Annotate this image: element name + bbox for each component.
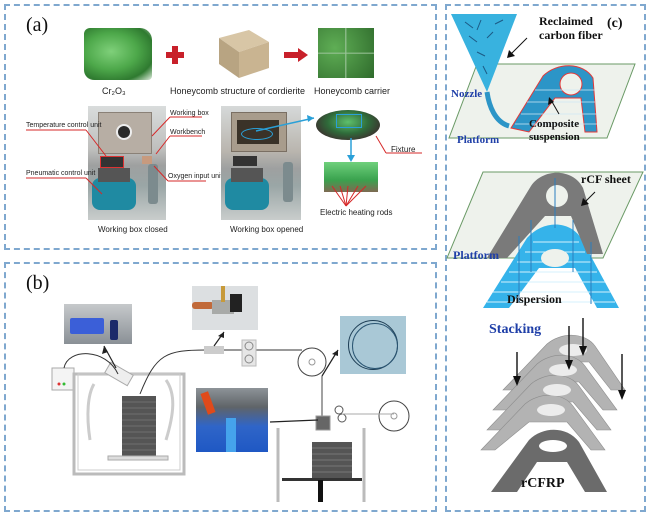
panel-b-label: (b)	[26, 272, 50, 294]
working-box-label: Working box	[170, 110, 209, 117]
panel-b: (b)	[4, 262, 437, 512]
reclaimed-carbon-fiber-label: Reclaimed carbon fiber	[539, 14, 603, 42]
pneumatic-control-unit-label: Pneumatic control unit	[26, 170, 96, 177]
panel-c: (c)	[445, 4, 646, 512]
working-box-closed-caption: Working box closed	[98, 225, 168, 234]
fixture-label: Fixture	[391, 145, 416, 154]
composite-label: Composite	[529, 118, 580, 130]
fiber-coil-photo	[340, 316, 406, 374]
dispersion-label: Dispersion	[507, 292, 562, 306]
cordierite-caption: Honeycomb structure of cordierite	[170, 86, 306, 96]
panel-a: (a) Cr₂O₃ Honeycomb structure of cordier…	[4, 4, 437, 250]
panel-c-label: (c)	[607, 16, 623, 31]
plus-icon	[166, 46, 184, 64]
electric-heating-rods-label: Electric heating rods	[320, 208, 393, 217]
working-box-closed-photo	[88, 106, 166, 220]
oxygen-input-unit-label: Oxygen input unit	[168, 173, 223, 180]
nozzle-label: Nozzle	[451, 88, 483, 100]
platform-label-2: Platform	[453, 248, 499, 262]
platform-label-1: Platform	[457, 134, 500, 146]
cordierite-block-image	[219, 30, 269, 78]
printer-schematic	[51, 331, 410, 502]
working-box-opened-photo	[221, 106, 301, 220]
reclaimed-label: Reclaimed	[539, 14, 593, 28]
stirring-device-photo	[64, 304, 132, 344]
process-diagram	[446, 14, 644, 492]
fixture-arrows	[255, 115, 422, 207]
right-arrow-icon	[284, 48, 308, 62]
workbench-label: Workbench	[170, 129, 206, 136]
closed-photo-callout-lines	[26, 116, 206, 195]
cr2o3-powder-image	[84, 28, 152, 80]
carbon-fiber-label: carbon fiber	[539, 28, 603, 42]
fixture-photo	[316, 110, 380, 140]
dispenser-photo	[196, 388, 268, 452]
rcf-sheet-label: rCF sheet	[581, 172, 631, 186]
panel-a-label: (a)	[26, 14, 49, 36]
nozzle-photo	[192, 286, 258, 330]
honeycomb-carrier-image	[318, 28, 374, 78]
temperature-control-unit-label: Temperature control unit	[26, 122, 102, 129]
composite-suspension-label: Composite suspension	[529, 118, 580, 144]
honeycomb-carrier-caption: Honeycomb carrier	[314, 86, 391, 96]
working-box-opened-caption: Working box opened	[230, 225, 304, 234]
stacking-label: Stacking	[489, 322, 542, 337]
rcfrp-label: rCFRP	[521, 476, 565, 491]
suspension-label: suspension	[529, 131, 580, 143]
cr2o3-caption: Cr₂O₃	[102, 86, 126, 96]
